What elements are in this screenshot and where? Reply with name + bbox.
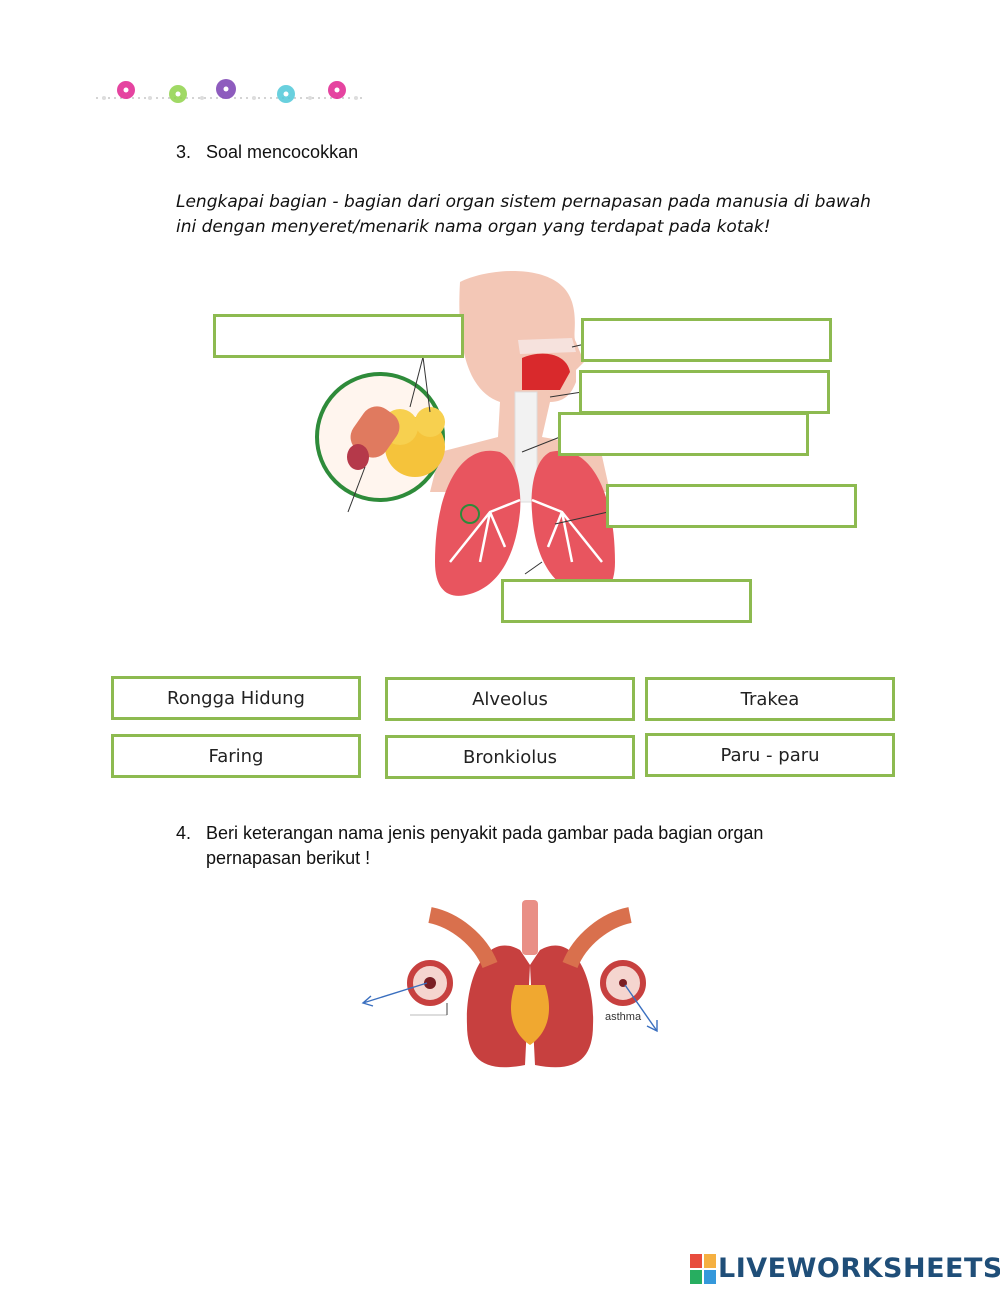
question-4-line-1: Beri keterangan nama jenis penyakit pada… xyxy=(206,823,763,843)
instruction-line-2: ini dengan menyeret/menarik nama organ y… xyxy=(176,215,896,240)
word-faring[interactable]: Faring xyxy=(111,734,361,778)
question-4-line-2: pernapasan berikut ! xyxy=(176,846,836,871)
drop-target-alveolus-area[interactable] xyxy=(213,314,464,358)
drop-target-bronchiole-area[interactable] xyxy=(606,484,857,528)
liveworksheets-logo: LIVEWORKSHEETS xyxy=(690,1253,1000,1284)
word-trakea[interactable]: Trakea xyxy=(645,677,895,721)
lungs-diagram xyxy=(355,895,665,1075)
word-paru-paru[interactable]: Paru - paru xyxy=(645,733,895,777)
drop-target-nasal-cavity-area[interactable] xyxy=(581,318,832,362)
word-rongga-hidung[interactable]: Rongga Hidung xyxy=(111,676,361,720)
word-bronkiolus[interactable]: Bronkiolus xyxy=(385,735,635,779)
drop-target-lungs-area[interactable] xyxy=(501,579,752,623)
instruction-line-1: Lengkapai bagian - bagian dari organ sis… xyxy=(176,190,896,215)
drop-target-trachea-area[interactable] xyxy=(558,412,809,456)
word-alveolus[interactable]: Alveolus xyxy=(385,677,635,721)
question-3-number: 3. xyxy=(176,142,206,163)
disease-label-asthma: asthma xyxy=(605,1011,641,1023)
question-4-number: 4. xyxy=(176,821,206,846)
question-3-title: Soal mencocokkan xyxy=(206,142,358,162)
liveworksheets-badge-icon xyxy=(690,1254,716,1284)
disease-answer-input-left[interactable] xyxy=(408,1002,448,1018)
drop-target-pharynx-area[interactable] xyxy=(579,370,830,414)
flower-garland-decoration xyxy=(94,72,364,112)
question-3-title-row: 3.Soal mencocokkan xyxy=(176,142,358,163)
question-4-text: 4.Beri keterangan nama jenis penyakit pa… xyxy=(176,821,836,871)
question-3-instruction: Lengkapai bagian - bagian dari organ sis… xyxy=(176,190,896,240)
liveworksheets-logo-text: LIVEWORKSHEETS xyxy=(718,1253,1000,1284)
